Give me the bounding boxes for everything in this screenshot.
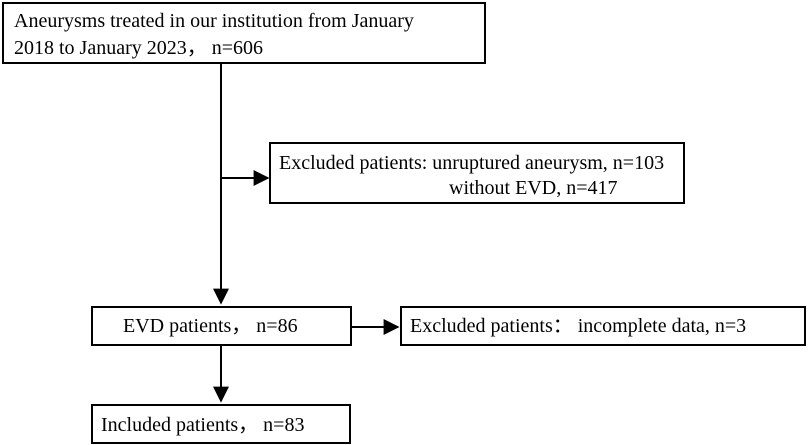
included-patients-label: Included patients， n=83 <box>101 414 305 436</box>
top-box-line-2: 2018 to January 2023， n=606 <box>14 37 264 59</box>
excluded-box-1-line-2: without EVD, n=417 <box>449 177 618 199</box>
excluded-box-1-line-1: Excluded patients: unruptured aneurysm, … <box>279 152 665 174</box>
included-patients-box: Included patients， n=83 <box>91 404 351 444</box>
excluded-box-incomplete: Excluded patients： incomplete data, n=3 <box>400 306 806 346</box>
evd-patients-label: EVD patients， n=86 <box>123 315 298 337</box>
excluded-box-2-label: Excluded patients： incomplete data, n=3 <box>410 315 747 337</box>
top-box-aneurysms: Aneurysms treated in our institution fro… <box>2 2 486 64</box>
top-box-line-1: Aneurysms treated in our institution fro… <box>14 10 414 32</box>
evd-patients-box: EVD patients， n=86 <box>91 306 352 346</box>
excluded-box-unruptured: Excluded patients: unruptured aneurysm, … <box>269 142 685 204</box>
